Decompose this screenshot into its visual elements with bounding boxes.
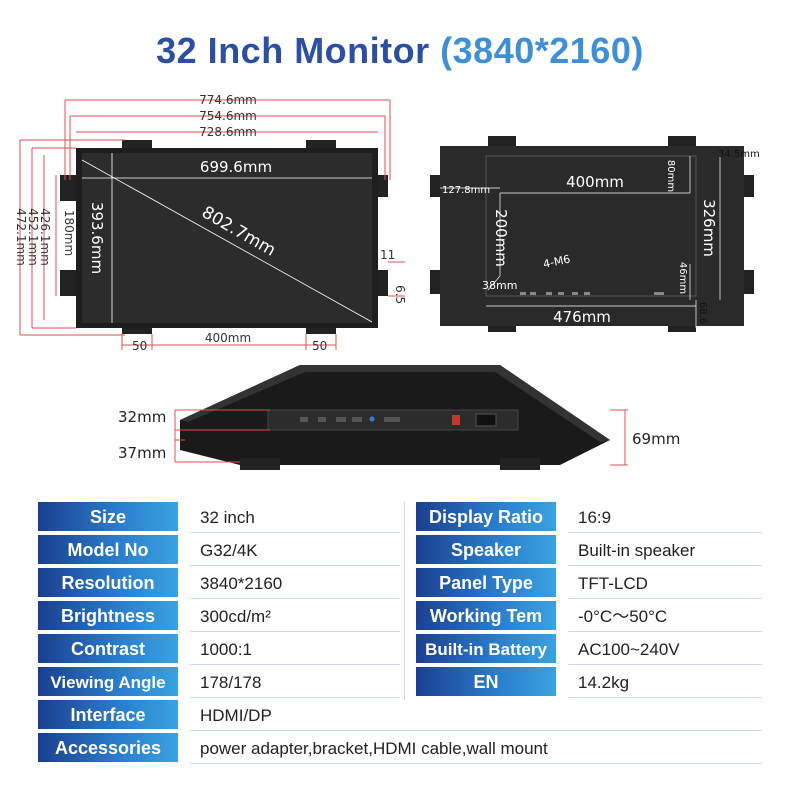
dimension-drawings: 774.6mm 754.6mm 728.6mm 472.1mm 452.1mm … [14, 93, 760, 470]
dim-472: 472.1mm [14, 208, 28, 266]
spec-label-en: EN [416, 667, 556, 698]
dim-active-width: 699.6mm [200, 158, 272, 176]
spec-value-working-temp: -0°C～50°C [568, 601, 762, 632]
spec-label-resolution: Resolution [38, 568, 178, 599]
dim-452: 452.1mm [26, 208, 40, 266]
dim-back-bottom-w: 476mm [553, 308, 611, 326]
side-view: 32mm 37mm 69mm [118, 365, 680, 470]
dim-bracket-left: 50 [132, 339, 147, 353]
dim-back-bottom-v: 46mm [677, 262, 688, 294]
front-bracket-left-top [60, 175, 78, 201]
spec-value-en: 14.2kg [568, 667, 762, 698]
front-bracket-right-top [376, 175, 388, 197]
dim-bracket-span: 400mm [205, 331, 251, 345]
dim-back-top-offset: 80mm [665, 160, 676, 192]
spec-label-working-temp: Working Tem [416, 601, 556, 632]
dim-back-vesa-h: 200mm [492, 209, 510, 267]
spec-label-display-ratio: Display Ratio [416, 502, 556, 533]
dim-bracket-right: 50 [312, 339, 327, 353]
spec-label-speaker: Speaker [416, 535, 556, 566]
dim-back-right-h: 326mm [700, 199, 718, 257]
spec-label-panel-type: Panel Type [416, 568, 556, 599]
spec-value-size: 32 inch [190, 502, 400, 533]
spec-label-size: Size [38, 502, 178, 533]
spec-value-display-ratio: 16:9 [568, 502, 762, 533]
spec-value-viewing-angle: 178/178 [190, 667, 400, 698]
dim-774: 774.6mm [199, 93, 257, 107]
front-diagonal-line [81, 159, 373, 323]
dim-back-corner: 38mm [482, 279, 517, 292]
dim-back-vesa-w: 400mm [566, 173, 624, 191]
front-bracket-left-bottom [60, 270, 78, 296]
dim-side-37: 37mm [118, 444, 166, 462]
spec-label-model: Model No [38, 535, 178, 566]
spec-label-interface: Interface [38, 700, 178, 731]
spec-value-model: G32/4K [190, 535, 400, 566]
spec-value-brightness: 300cd/m² [190, 601, 400, 632]
dim-side-32: 32mm [118, 408, 166, 426]
dim-active-height: 393.6mm [88, 202, 106, 274]
spec-label-accessories: Accessories [38, 733, 178, 764]
spec-label-brightness: Brightness [38, 601, 178, 632]
dim-728: 728.6mm [199, 125, 257, 139]
spec-label-contrast: Contrast [38, 634, 178, 665]
dim-back-edge: 68.6 [697, 302, 708, 324]
dim-back-left-offset: 127.8mm [442, 185, 490, 196]
spec-value-battery: AC100~240V [568, 634, 762, 665]
spec-label-battery: Built-in Battery [416, 634, 556, 665]
title-main: 32 Inch Monitor [156, 30, 430, 71]
spec-value-resolution: 3840*2160 [190, 568, 400, 599]
spec-label-viewing-angle: Viewing Angle [38, 667, 178, 698]
dim-back-screw: 4-M6 [542, 253, 572, 271]
spec-value-accessories: power adapter,bracket,HDMI cable,wall mo… [190, 733, 762, 764]
dim-426: 426.1mm [38, 208, 52, 266]
dim-180: 180mm [62, 210, 76, 256]
spec-value-contrast: 1000:1 [190, 634, 400, 665]
front-view: 774.6mm 754.6mm 728.6mm 472.1mm 452.1mm … [14, 93, 407, 353]
dim-back-top-right: 34.5mm [718, 149, 760, 160]
spec-value-panel-type: TFT-LCD [568, 568, 762, 599]
dim-754: 754.6mm [199, 109, 257, 123]
back-view: 34.5mm 127.8mm 400mm 200mm 80mm 326mm 4-… [430, 136, 760, 332]
page-title: 32 Inch Monitor (3840*2160) [0, 30, 800, 72]
table-divider [404, 502, 405, 700]
dim-side-69: 69mm [632, 430, 680, 448]
spec-value-interface: HDMI/DP [190, 700, 762, 731]
spec-value-speaker: Built-in speaker [568, 535, 762, 566]
dim-tab-depth: 6.5 [393, 285, 407, 304]
dim-tab-height: 11 [380, 248, 395, 262]
title-resolution: (3840*2160) [440, 30, 644, 71]
front-bracket-right-bottom [376, 270, 388, 296]
